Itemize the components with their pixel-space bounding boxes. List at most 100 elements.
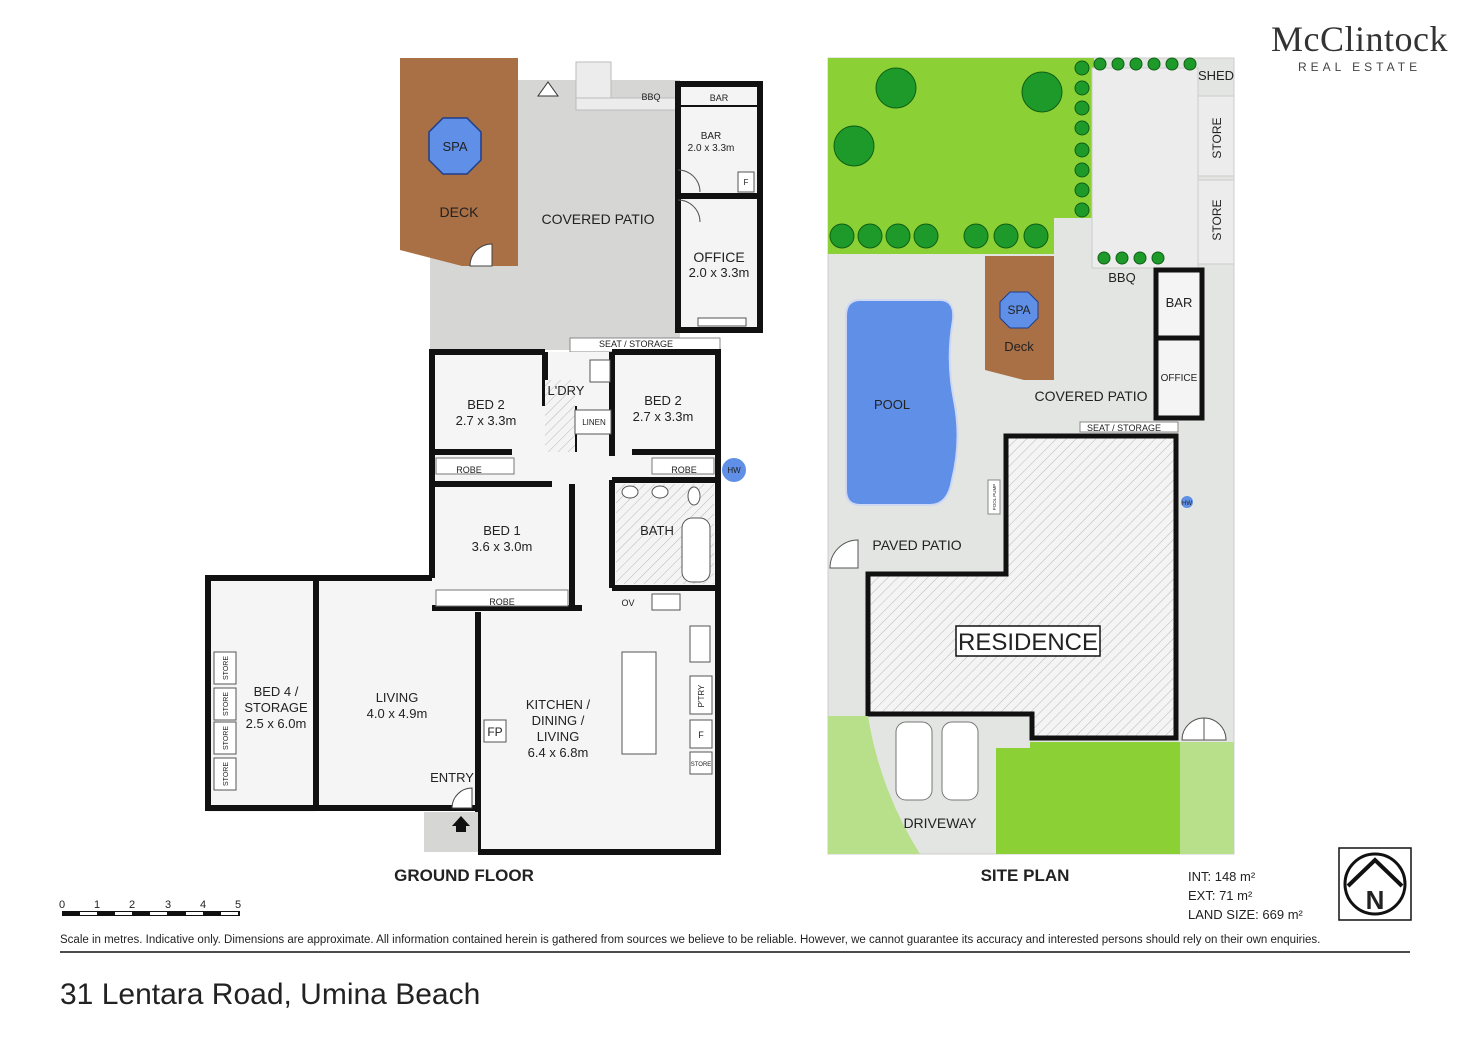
fireplace (483, 719, 507, 743)
sink (689, 625, 711, 663)
bed2a-name: BED 2 (467, 397, 505, 412)
deck-label: DECK (440, 204, 480, 220)
driveway-label: DRIVEWAY (903, 815, 977, 831)
site-plan-title: SITE PLAN (981, 866, 1070, 885)
bath-label: BATH (640, 523, 674, 538)
kitchen-fridge-label: F (698, 730, 704, 740)
area-summary: INT: 148 m² EXT: 71 m² LAND SIZE: 669 m² (1188, 867, 1303, 924)
scale-tick: 5 (235, 899, 241, 911)
hw-label: HW (727, 466, 741, 475)
north-arrow-icon (1346, 857, 1404, 888)
entry-porch (424, 812, 478, 852)
pool-pump-box (987, 479, 1001, 515)
kitchen-line1: KITCHEN / (526, 697, 591, 712)
spa-shape (428, 117, 482, 175)
kitchen-dimension: 6.4 x 6.8m (528, 745, 589, 760)
site-spa-label: SPA (1007, 303, 1030, 317)
linen-label: LINEN (582, 418, 606, 427)
laundry-label: L'DRY (548, 383, 585, 398)
external-area: EXT: 71 m² (1188, 888, 1253, 903)
oven-label: OV (621, 598, 634, 608)
step-arrow-icon (537, 81, 559, 97)
laundry-tiles (545, 380, 575, 452)
bathtub (681, 517, 711, 583)
scale-tick: 3 (165, 899, 171, 911)
brand-subtitle: REAL ESTATE (1297, 60, 1422, 74)
scale-tick: 1 (94, 899, 100, 911)
living-name: LIVING (376, 690, 419, 705)
bed2b-dimension: 2.7 x 3.3m (633, 409, 694, 424)
bar-dimension: 2.0 x 3.3m (688, 143, 735, 154)
robe-label: ROBE (671, 465, 697, 475)
scale-tick: 2 (129, 899, 135, 911)
entry-arrow-icon (452, 816, 470, 832)
scale-bar: 0 1 2 3 4 5 (59, 899, 241, 916)
car-2 (941, 721, 979, 801)
residence-label: RESIDENCE (958, 629, 1098, 656)
site-bar-office (1153, 267, 1205, 421)
store-1 (1197, 95, 1235, 177)
site-seat-storage-label: SEAT / STORAGE (1087, 423, 1161, 433)
driveway-verge (828, 716, 920, 854)
linen-cupboard (574, 409, 612, 435)
store-label: STORE (223, 762, 230, 786)
robe-bed1 (435, 589, 569, 607)
compass: N (1338, 847, 1412, 921)
site-deck-label: Deck (1004, 339, 1034, 354)
pool-label: POOL (874, 397, 910, 412)
store-label: STORE (223, 692, 230, 716)
bed4-line1: BED 4 / (254, 684, 299, 699)
bed4-line2: STORAGE (244, 700, 308, 715)
kitchen-line3: LIVING (537, 729, 580, 744)
kitchen-store-label: STORE (691, 762, 712, 768)
site-bar-label: BAR (1166, 295, 1193, 310)
bbq-bench (575, 97, 681, 111)
brand-logo: McClintock REAL ESTATE (1271, 18, 1448, 74)
kitchen-island (621, 651, 657, 755)
shed-label: SHED (1198, 68, 1234, 83)
pool-shape (845, 299, 959, 506)
bbq-label: BBQ (641, 92, 660, 102)
bar-name: BAR (701, 131, 722, 142)
site-covered-patio-label: COVERED PATIO (1034, 388, 1147, 404)
kitchen-line2: DINING / (532, 713, 585, 728)
office-dimension: 2.0 x 3.3m (689, 265, 750, 280)
site-spa (999, 291, 1039, 329)
brand-name: McClintock (1271, 19, 1448, 59)
bar-office-walls (675, 81, 763, 333)
store-label: STORE (223, 656, 230, 680)
deck-door-swing (469, 243, 493, 267)
trees (829, 57, 1234, 851)
cooktop (651, 593, 681, 611)
store-2 (1197, 179, 1235, 265)
pool-pump-label: POOL PUMP (992, 484, 997, 511)
site-office-label: OFFICE (1161, 373, 1198, 384)
bed2b-name: BED 2 (644, 393, 682, 408)
office-name: OFFICE (693, 249, 744, 265)
bar-office-block (678, 84, 760, 330)
bed1-dimension: 3.6 x 3.0m (472, 539, 533, 554)
store-label: STORE (1210, 199, 1224, 240)
shed (1091, 67, 1199, 269)
ground-floor-plan: SPA DECK COVERED PATIO BBQ BAR BAR 2.0 x… (205, 58, 763, 885)
entry-label: ENTRY (430, 770, 474, 785)
scale-tick: 0 (59, 899, 65, 911)
site-hw-label: HW (1182, 501, 1192, 507)
property-address: 31 Lentara Road, Umina Beach (60, 978, 481, 1011)
land-size: LAND SIZE: 669 m² (1188, 907, 1303, 922)
disclaimer: Scale in metres. Indicative only. Dimens… (60, 934, 1321, 946)
bar-top-label: BAR (710, 93, 729, 103)
ground-floor-title: GROUND FLOOR (394, 866, 534, 885)
fireplace-label: FP (487, 725, 502, 739)
paved-patio-label: PAVED PATIO (872, 537, 961, 553)
spa-label: SPA (442, 139, 467, 154)
pantry-label: P'TRY (697, 684, 706, 707)
front-lawn (1030, 742, 1180, 854)
site-bbq-label: BBQ (1108, 270, 1135, 285)
covered-patio-label: COVERED PATIO (541, 211, 654, 227)
bed2a-dimension: 2.7 x 3.3m (456, 413, 517, 428)
robe-bed2a (435, 457, 515, 475)
bed1-name: BED 1 (483, 523, 521, 538)
scale-tick: 4 (200, 899, 206, 911)
